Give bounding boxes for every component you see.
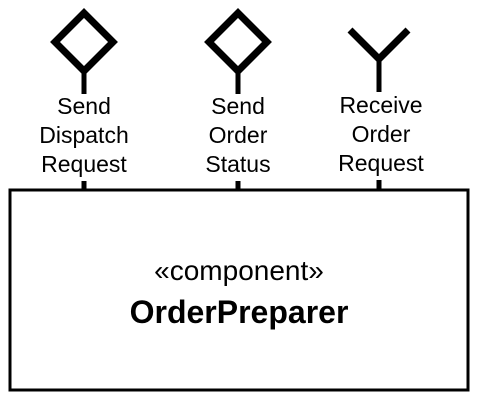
port-label-line: Order [351,121,411,147]
port-label-line: Request [338,150,424,176]
port-label-send-order-status: Send Order Status [173,92,303,179]
port-label-line: Dispatch [39,122,129,148]
component-box [8,188,470,392]
diamond-icon [204,8,272,76]
v-socket-icon [347,27,411,64]
port-label-line: Request [41,151,127,177]
port-label-send-dispatch-request: Send Dispatch Request [19,92,149,179]
diamond-icon [50,8,118,76]
port-label-line: Send [211,93,265,119]
port-receive-order-request [347,27,411,190]
port-label-line: Send [57,93,111,119]
port-label-line: Receive [339,92,423,118]
component-name: OrderPreparer [129,294,349,330]
port-label-receive-order-request: Receive Order Request [316,91,446,178]
port-label-line: Status [205,151,271,177]
port-send-dispatch-request [50,8,118,190]
port-send-order-status [204,8,272,190]
port-label-line: Order [208,122,268,148]
component-stereotype: «component» [154,255,324,286]
